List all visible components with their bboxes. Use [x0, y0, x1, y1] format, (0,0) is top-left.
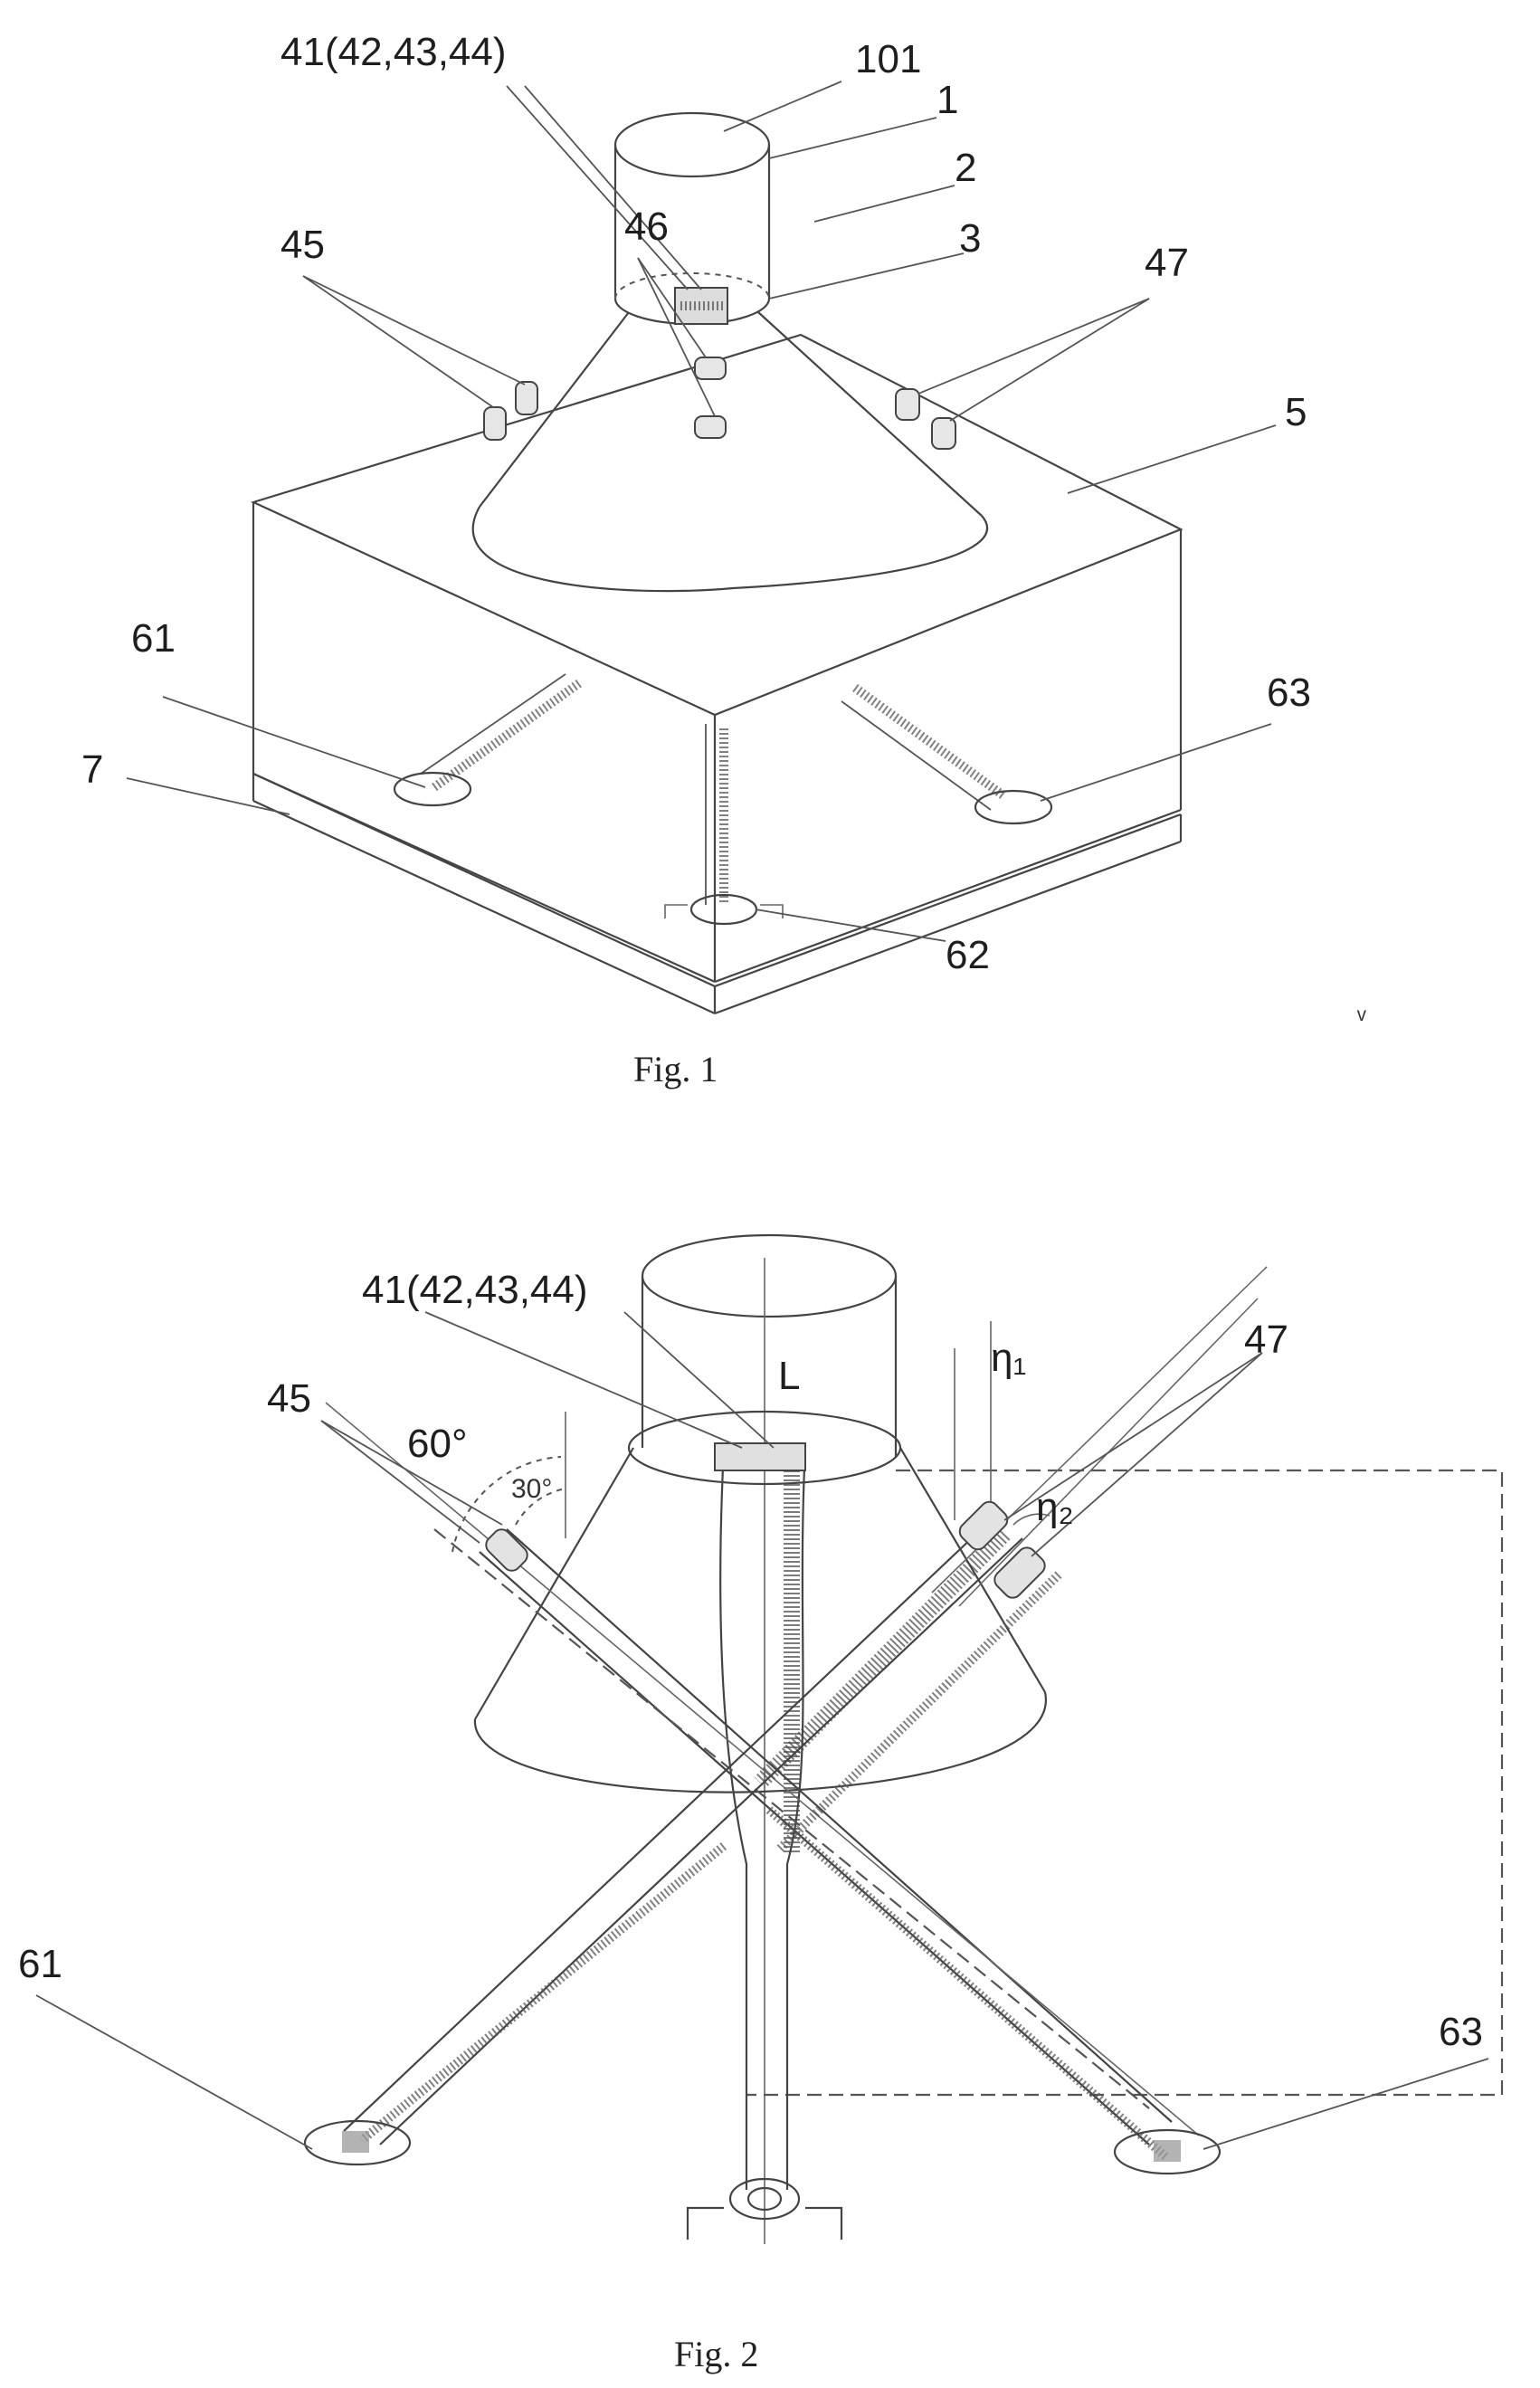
fig1-label-62: 62	[946, 933, 990, 977]
fig1-leader-63	[1041, 724, 1271, 801]
fig1-plate-left-bottom	[253, 801, 715, 1013]
fig1-leader-47a	[918, 299, 1149, 394]
fig1-cone-right	[758, 312, 982, 516]
fig1-label-46: 46	[624, 205, 669, 249]
fig1-label-63: 63	[1267, 671, 1311, 715]
fig2-leader-41a	[425, 1312, 742, 1448]
fig2-leader-61	[36, 1995, 312, 2149]
fig2-cylinder-top	[642, 1235, 896, 1317]
fig1-leader-2	[814, 186, 955, 222]
fig1-label-7: 7	[81, 747, 103, 792]
fig2-label-63: 63	[1439, 2010, 1483, 2054]
fig1-leader-3	[769, 253, 964, 299]
fig1-leader-5	[1068, 425, 1276, 493]
fig2-label-eta2: η₂	[1036, 1485, 1074, 1529]
fig1-orifice-block	[675, 288, 727, 324]
fig1-nozzle-46b	[695, 416, 726, 438]
fig2-label-60: 60°	[407, 1422, 468, 1466]
fig1-label-41: 41(42,43,44)	[280, 30, 507, 74]
fig2-drawing: 41(42,43,44) L η₁ η₂ 47 45 60° 30° 61 63…	[18, 1235, 1502, 2374]
fig2-label-45: 45	[267, 1376, 311, 1421]
fig1-stray-mark: ᵛ	[1356, 1004, 1366, 1033]
fig1-passage-61	[434, 683, 579, 787]
fig1-passage-63	[855, 688, 1004, 796]
fig1-leader-47b	[950, 299, 1149, 421]
fig2-label-41: 41(42,43,44)	[362, 1268, 588, 1312]
fig1-leader-46b	[638, 258, 715, 416]
fig2-cone-left	[475, 1448, 633, 1719]
fig2-jet47-a	[344, 1520, 991, 2131]
fig1-label-2: 2	[955, 146, 976, 190]
fig2-leader-41b	[624, 1312, 774, 1448]
fig1-plate-left-top	[253, 774, 715, 986]
fig2-envelope-box	[746, 1470, 1502, 2095]
fig2-label-L: L	[778, 1354, 800, 1398]
fig1-outlet-61	[395, 773, 471, 805]
fig1-nozzle-47b	[932, 418, 955, 449]
fig1-leader-7	[127, 778, 290, 814]
fig2-label-30: 30°	[511, 1474, 552, 1504]
fig1-passage-61-edge	[421, 674, 566, 774]
fig1-nozzle-45b	[516, 382, 537, 414]
fig1-nozzle-46a	[695, 357, 726, 379]
fig1-label-47: 47	[1145, 241, 1189, 285]
fig2-leader-63	[1203, 2059, 1488, 2149]
fig1-label-101: 101	[855, 37, 921, 81]
fig1-nozzle-45a	[484, 407, 506, 440]
fig1-leader-45a	[303, 276, 493, 407]
fig1-plate-right-bottom	[715, 842, 1181, 1013]
fig2-nozzle-45a	[482, 1526, 531, 1575]
fig1-outlet-62	[691, 895, 756, 924]
fig1-label-3: 3	[959, 216, 981, 261]
fig2-jet45-a	[507, 1529, 1172, 2122]
fig1-caption: Fig. 1	[633, 1049, 718, 1089]
fig1-cone-base	[473, 507, 987, 591]
fig2-label-eta1: η₁	[991, 1336, 1026, 1380]
fig2-outlet-61-core	[342, 2131, 369, 2153]
fig1-leader-1	[769, 118, 936, 158]
fig2-nozzle-47b	[991, 1544, 1049, 1602]
fig1-leader-41b	[525, 86, 701, 290]
fig1-leader-45b	[303, 276, 525, 385]
fig2-label-47: 47	[1244, 1318, 1288, 1362]
fig1-label-1: 1	[936, 78, 958, 122]
fig1-block-top	[253, 335, 1181, 715]
fig1-leader-61	[163, 697, 425, 787]
fig1-passage-63-edge	[841, 701, 991, 810]
fig2-caption: Fig. 2	[674, 2334, 758, 2374]
fig1-nozzle-47a	[896, 389, 919, 420]
fig2-outlet-63-core	[1154, 2140, 1181, 2162]
fig2-jet47-b	[380, 1538, 1022, 2145]
fig1-label-5: 5	[1285, 390, 1307, 434]
fig2-orifice-block	[715, 1443, 805, 1470]
fig1-label-45: 45	[280, 223, 325, 267]
fig1-drawing: 101 1 2 3 41(42,43,44) 45 46 47 5 61 62 …	[81, 30, 1366, 1089]
fig1-label-61: 61	[131, 616, 176, 661]
fig2-label-61: 61	[18, 1942, 62, 1986]
fig2-jet61-hatch	[362, 1846, 724, 2140]
fig1-leader-101	[724, 81, 841, 131]
